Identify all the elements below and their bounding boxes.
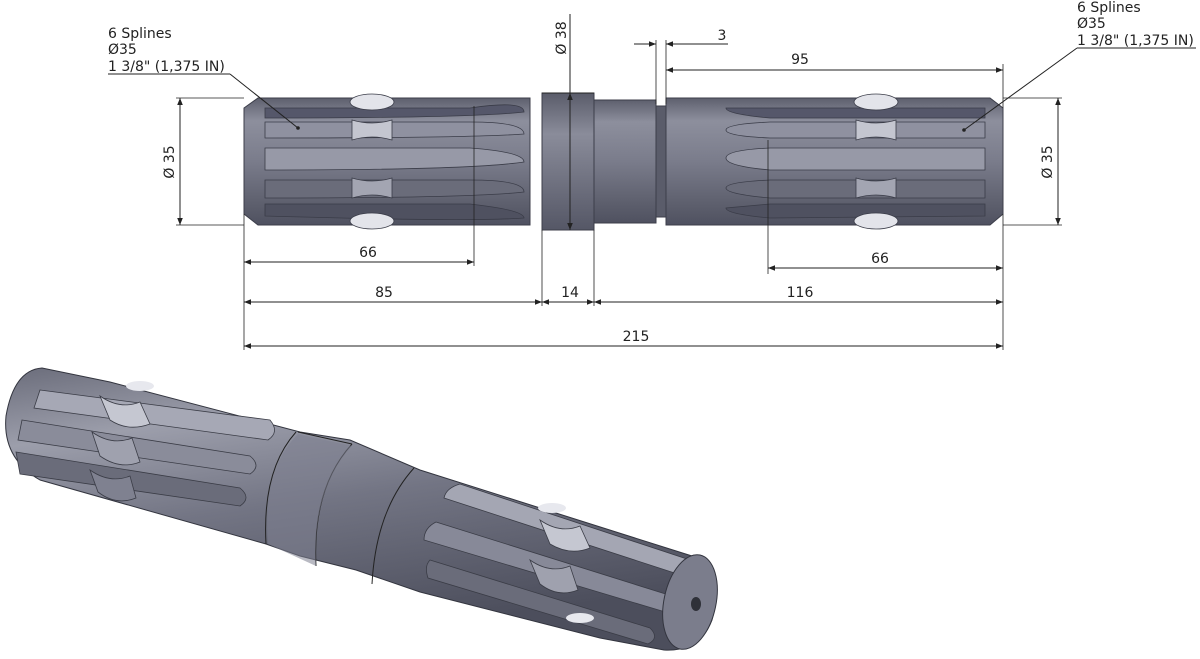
dim-dia-collar: Ø 38	[554, 21, 570, 54]
callout-right: 6 Splines Ø35 1 3/8" (1,375 IN)	[962, 0, 1196, 132]
callout-left-line3: 1 3/8" (1,375 IN)	[108, 59, 225, 75]
dim-right-spline: 66	[871, 251, 889, 267]
callout-right-line3: 1 3/8" (1,375 IN)	[1077, 33, 1194, 49]
iso-center-hole	[691, 597, 701, 611]
callout-left-line2: Ø35	[108, 42, 137, 58]
iso-collar-face	[267, 434, 352, 566]
journal-section	[593, 99, 657, 224]
callout-right-line2: Ø35	[1077, 16, 1106, 32]
left-spline-grooves	[264, 93, 525, 230]
iso-right-splines	[423, 483, 696, 645]
callout-left-line1: 6 Splines	[108, 26, 172, 42]
groove	[655, 105, 667, 218]
callout-left: 6 Splines Ø35 1 3/8" (1,375 IN)	[108, 26, 300, 130]
dim-left-len: 85	[375, 285, 393, 301]
dim-groove: 3	[718, 28, 727, 44]
dim-left-spline: 66	[359, 245, 377, 261]
dim-right-len: 116	[787, 285, 814, 301]
callout-right-line1: 6 Splines	[1077, 0, 1141, 16]
side-view	[243, 92, 1004, 231]
right-spline-grooves	[725, 93, 986, 230]
collar	[541, 92, 595, 231]
dim-total-len: 215	[623, 329, 650, 345]
iso-left-splines	[15, 381, 275, 507]
dim-collar-len: 14	[561, 285, 579, 301]
iso-end-face	[662, 554, 718, 650]
dim-dia-left: Ø 35	[162, 145, 178, 178]
isometric-view	[5, 367, 718, 651]
dimensions: Ø 35 Ø 35 Ø 38 3 95 66 66	[162, 14, 1062, 350]
dim-dia-right: Ø 35	[1040, 145, 1056, 178]
dim-right-overall: 95	[791, 52, 809, 68]
